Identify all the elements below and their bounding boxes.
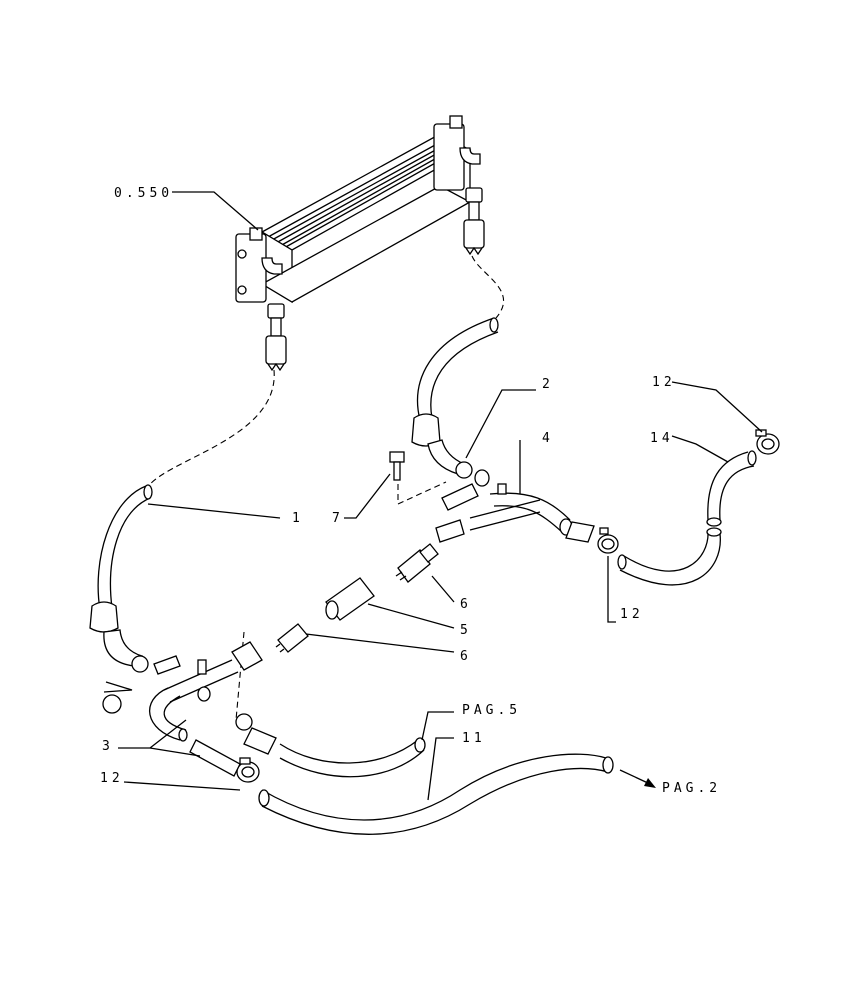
cooler-outlet-fitting-right <box>463 187 485 256</box>
pipe-3 <box>149 641 263 777</box>
hose-2 <box>411 317 499 487</box>
label-page-2-reference: PAG.2 <box>662 781 721 796</box>
label-part-1: 1 <box>292 511 304 526</box>
pipe-4 <box>435 483 573 543</box>
connection-line-2 <box>471 255 504 319</box>
hose-clamp-bottom-left <box>236 757 260 783</box>
clip-left <box>103 681 133 693</box>
cooler-outlet-fitting-left <box>265 303 287 372</box>
label-part-6-upper: 6 <box>460 597 472 612</box>
label-part-7: 7 <box>332 511 344 526</box>
connection-line-7 <box>397 481 447 505</box>
label-part-0550: 0.550 <box>114 186 173 201</box>
label-part-3: 3 <box>102 739 114 754</box>
sleeve-right <box>565 521 595 543</box>
leader-lines <box>118 191 763 801</box>
fitting-6-upper <box>395 543 439 583</box>
label-part-4: 4 <box>542 431 554 446</box>
hose-clamp-right <box>597 527 619 554</box>
hose-11 <box>258 753 614 835</box>
hose-1 <box>89 484 153 673</box>
hose-14 <box>617 450 757 586</box>
label-part-5: 5 <box>460 623 472 638</box>
hose-to-page-5 <box>235 713 426 778</box>
hose-clamp-top-right <box>755 429 780 455</box>
fitting-6-lower <box>275 623 309 653</box>
o-ring-left <box>102 694 122 714</box>
label-part-11: 11 <box>462 731 486 746</box>
connection-line-1 <box>145 369 275 491</box>
label-part-12-bottom-left: 12 <box>100 771 124 786</box>
bolt-7 <box>389 451 405 481</box>
arrow-to-page-2 <box>619 769 651 785</box>
oil-cooler <box>235 115 481 304</box>
connection-line-6 <box>235 631 245 721</box>
union-5 <box>325 577 375 621</box>
label-part-12-top-right: 12 <box>652 375 676 390</box>
label-part-12-right: 12 <box>620 607 644 622</box>
label-part-6-lower: 6 <box>460 649 472 664</box>
label-part-2: 2 <box>542 377 554 392</box>
arrowhead-page-2 <box>644 778 656 788</box>
label-part-14: 14 <box>650 431 674 446</box>
label-page-5-reference: PAG.5 <box>462 703 521 718</box>
